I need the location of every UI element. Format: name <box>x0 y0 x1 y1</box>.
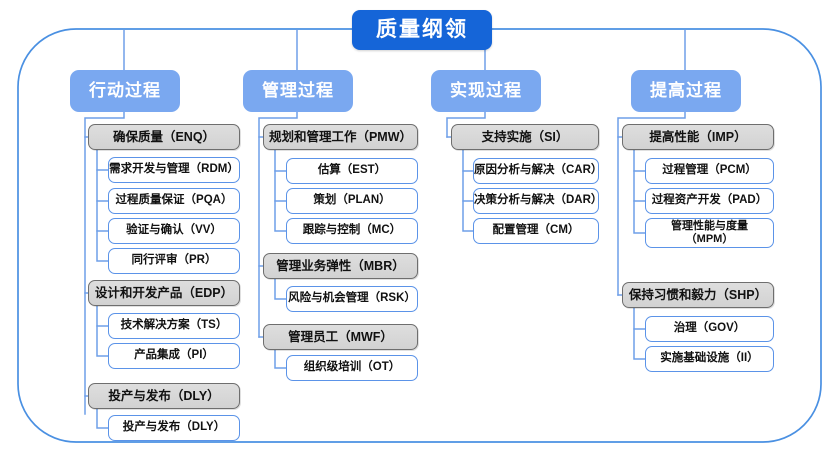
group-node-si[interactable]: 支持实施（SI） <box>451 124 599 150</box>
leaf-node-car[interactable]: 原因分析与解决（CAR） <box>473 158 602 184</box>
leaf-node-dly[interactable]: 投产与发布（DLY） <box>108 415 240 441</box>
leaf-node-ts[interactable]: 技术解决方案（TS） <box>108 313 240 339</box>
group-node-shp[interactable]: 保持习惯和毅力（SHP） <box>622 282 774 308</box>
leaf-node-pqa[interactable]: 过程质量保证（PQA） <box>108 188 240 214</box>
column-header-1[interactable]: 行动过程 <box>70 70 180 112</box>
leaf-node-vv[interactable]: 验证与确认（VV） <box>108 218 240 244</box>
group-node-imp[interactable]: 提高性能（IMP） <box>622 124 774 150</box>
leaf-node-gov[interactable]: 治理（GOV） <box>645 316 774 342</box>
leaf-node-pad[interactable]: 过程资产开发（PAD） <box>645 188 774 214</box>
group-node-enq[interactable]: 确保质量（ENQ） <box>88 124 240 150</box>
group-node-edp[interactable]: 设计和开发产品（EDP） <box>88 280 240 306</box>
leaf-node-mc[interactable]: 跟踪与控制（MC） <box>286 218 418 244</box>
leaf-node-plan[interactable]: 策划（PLAN） <box>286 188 418 214</box>
column-header-3[interactable]: 实现过程 <box>431 70 541 112</box>
leaf-node-pcm[interactable]: 过程管理（PCM） <box>645 158 774 184</box>
leaf-node-rsk[interactable]: 风险与机会管理（RSK） <box>286 286 418 312</box>
leaf-node-ii[interactable]: 实施基础设施（II） <box>645 346 774 372</box>
leaf-node-pi[interactable]: 产品集成（PI） <box>108 343 240 369</box>
group-node-mwf[interactable]: 管理员工（MWF） <box>263 324 418 350</box>
column-header-4[interactable]: 提高过程 <box>631 70 741 112</box>
group-node-pmw[interactable]: 规划和管理工作（PMW） <box>263 124 418 150</box>
leaf-node-dar[interactable]: 决策分析与解决（DAR） <box>473 188 602 214</box>
leaf-node-cm[interactable]: 配置管理（CM） <box>473 218 599 244</box>
group-node-dly[interactable]: 投产与发布（DLY） <box>88 383 240 409</box>
root-title-node[interactable]: 质量纲领 <box>352 10 492 50</box>
leaf-node-mpm[interactable]: 管理性能与度量 （MPM） <box>645 218 774 248</box>
leaf-node-pr[interactable]: 同行评审（PR） <box>108 248 240 274</box>
column-header-2[interactable]: 管理过程 <box>243 70 353 112</box>
leaf-node-est[interactable]: 估算（EST） <box>286 158 418 184</box>
leaf-node-ot[interactable]: 组织级培训（OT） <box>286 355 418 381</box>
leaf-node-rdm[interactable]: 需求开发与管理（RDM） <box>108 157 240 183</box>
group-node-mbr[interactable]: 管理业务弹性（MBR） <box>263 253 418 279</box>
